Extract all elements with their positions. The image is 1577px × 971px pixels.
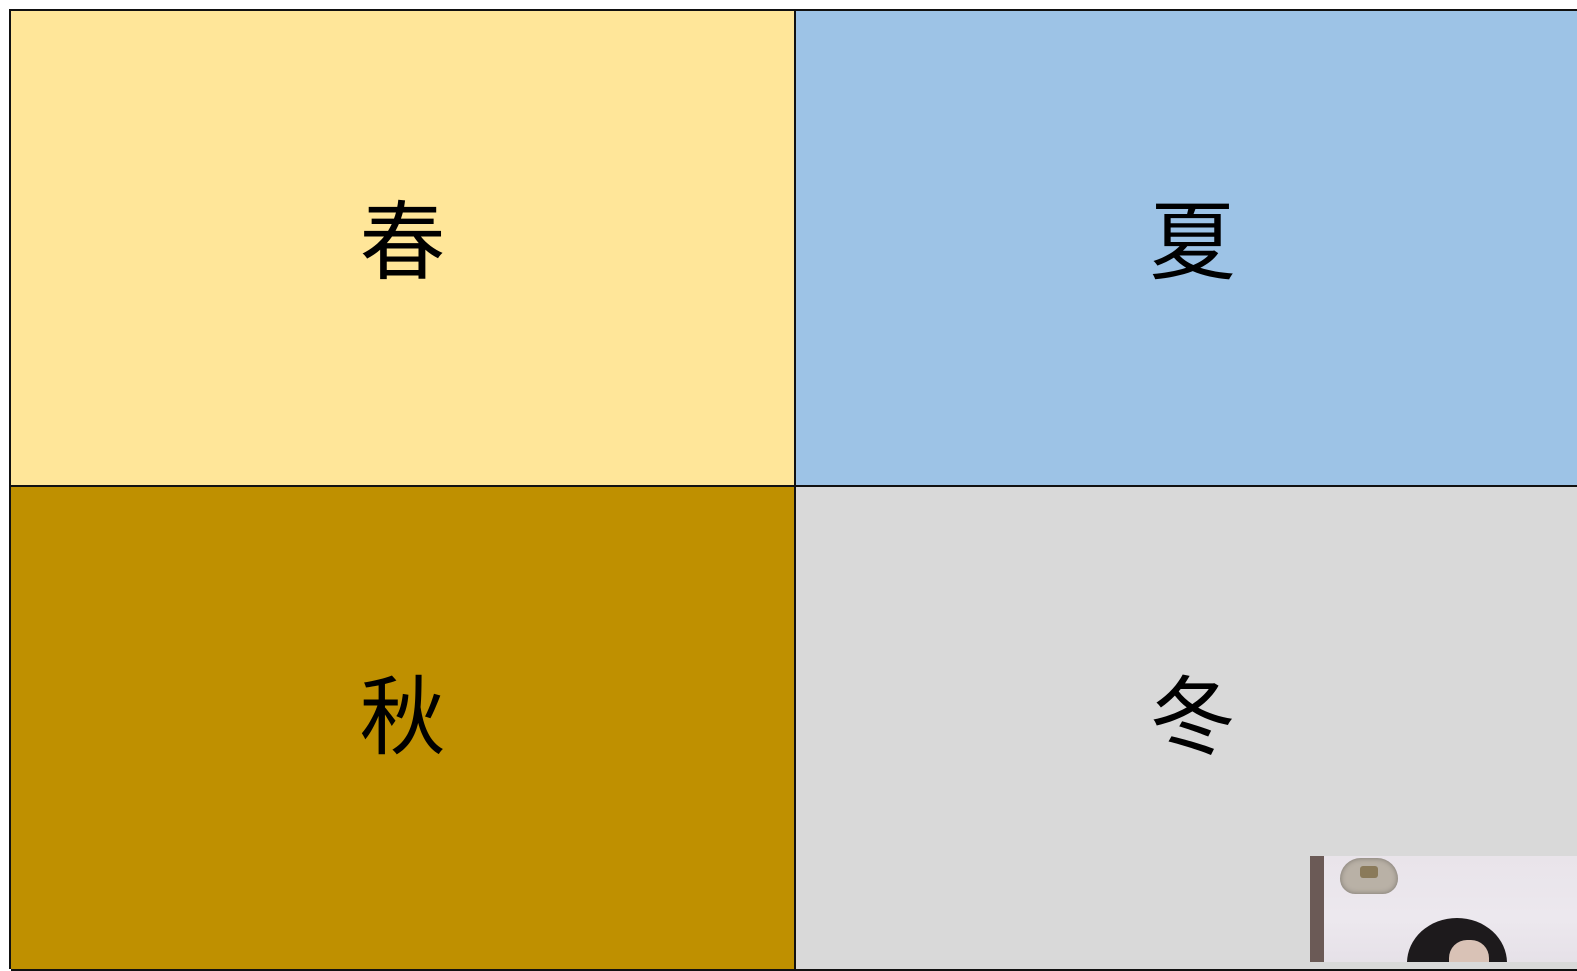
quadrant-summer: 夏	[796, 11, 1577, 487]
season-grid: 春 夏 秋 冬	[9, 9, 1577, 971]
quadrant-label-spring: 春	[359, 193, 446, 293]
quadrant-winter: 冬	[796, 487, 1577, 971]
webcam-wall-object	[1340, 858, 1398, 894]
quadrant-label-autumn: 秋	[359, 668, 446, 768]
quadrant-spring: 春	[11, 11, 796, 487]
quadrant-label-summer: 夏	[1149, 193, 1236, 293]
webcam-person	[1407, 918, 1507, 962]
webcam-background-edge	[1310, 856, 1324, 962]
quadrant-label-winter: 冬	[1149, 668, 1236, 768]
quadrant-autumn: 秋	[11, 487, 796, 971]
webcam-overlay[interactable]	[1310, 856, 1577, 962]
